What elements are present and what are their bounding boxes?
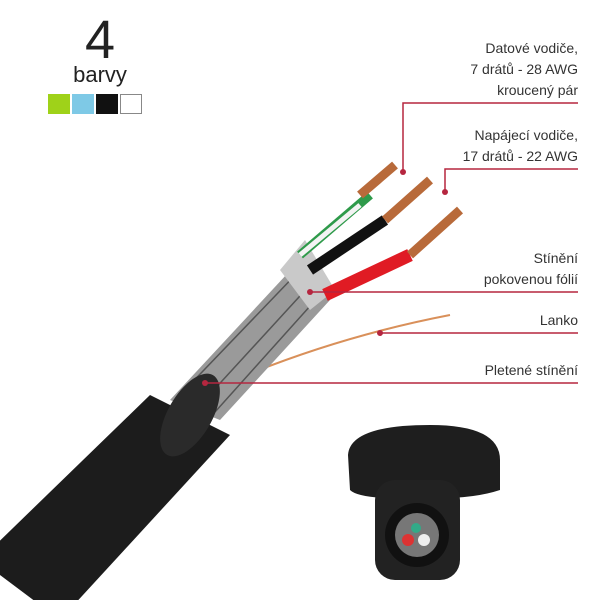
red-wire — [322, 249, 413, 301]
swatch-black — [96, 94, 118, 114]
callout-drain-wire: Lanko — [539, 312, 578, 328]
callout-braided-shield: Pletené stínění — [484, 362, 578, 378]
copper-strands — [357, 161, 464, 259]
swatch-light-blue — [72, 94, 94, 114]
callout-power-wires: Napájecí vodiče,17 drátů - 22 AWG — [462, 127, 578, 164]
callout-lines — [205, 102, 578, 384]
swatch-white — [120, 94, 142, 114]
callout-dots — [202, 169, 448, 386]
swatch-lime — [48, 94, 70, 114]
cable-cross-section — [348, 425, 500, 580]
colors-label: barvy — [73, 62, 127, 87]
color-count: 4 — [84, 10, 116, 70]
black-wire — [306, 215, 389, 275]
